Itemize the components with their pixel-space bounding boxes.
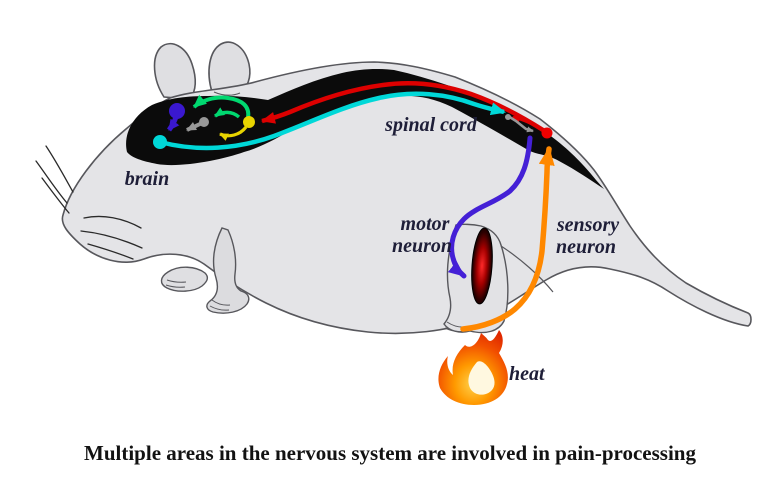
brain-green-loop-arrow xyxy=(192,94,251,119)
whisker xyxy=(41,177,70,214)
whisker xyxy=(45,145,74,193)
heat-label: heat xyxy=(509,363,546,385)
heat-source xyxy=(438,330,508,405)
projection-neuron-node xyxy=(541,127,553,139)
whisker xyxy=(35,160,68,204)
motor-neuron-arrow xyxy=(447,135,533,279)
thigh-crease-line xyxy=(500,245,554,293)
motor-neuron-label-line1: motor xyxy=(401,213,450,235)
front-far-paw xyxy=(160,266,209,292)
nervous-system xyxy=(126,69,604,332)
sensory-neuron-label-line1: sensory xyxy=(556,214,619,236)
whiskers xyxy=(35,145,143,260)
figure-caption: Multiple areas in the nervous system are… xyxy=(84,441,696,465)
yellow-neuron-node xyxy=(243,116,255,128)
sensory-neuron-label-line2: neuron xyxy=(556,236,616,258)
descending-modulation-arrow xyxy=(159,91,506,151)
flame-core xyxy=(468,361,495,395)
cyan-neuron-node xyxy=(153,135,167,149)
gray-interneuron-node xyxy=(505,114,511,120)
brain-green-short-arrow xyxy=(214,107,241,119)
motor-neuron-label-line2: neuron xyxy=(392,235,452,257)
left-ear xyxy=(153,42,196,100)
spinal-red-branch-arrow xyxy=(512,115,541,130)
whisker xyxy=(83,215,142,229)
hind-leg xyxy=(443,223,554,334)
toe-line xyxy=(165,284,186,288)
spinal-cord-label: spinal cord xyxy=(384,114,478,136)
whisker xyxy=(87,243,134,260)
gray-neuron-node xyxy=(199,117,209,127)
spinal-gray-interneuron xyxy=(507,114,534,133)
front-near-leg xyxy=(206,227,250,314)
sensory-neuron-arrow xyxy=(460,146,555,332)
whisker xyxy=(80,230,143,249)
brain-yellow-loop-arrow xyxy=(219,125,248,141)
blue-neuron-node xyxy=(169,103,185,119)
diagram-labels: brain spinal cord motor neuron sensory n… xyxy=(125,114,619,385)
leg-muscle xyxy=(471,227,493,305)
toe-line xyxy=(211,299,231,306)
right-ear-base-line xyxy=(213,91,241,96)
brain-and-spinal-cord-silhouette xyxy=(126,69,604,189)
brain-label: brain xyxy=(125,168,169,190)
toe-line xyxy=(166,279,187,283)
toe-line xyxy=(209,305,230,311)
